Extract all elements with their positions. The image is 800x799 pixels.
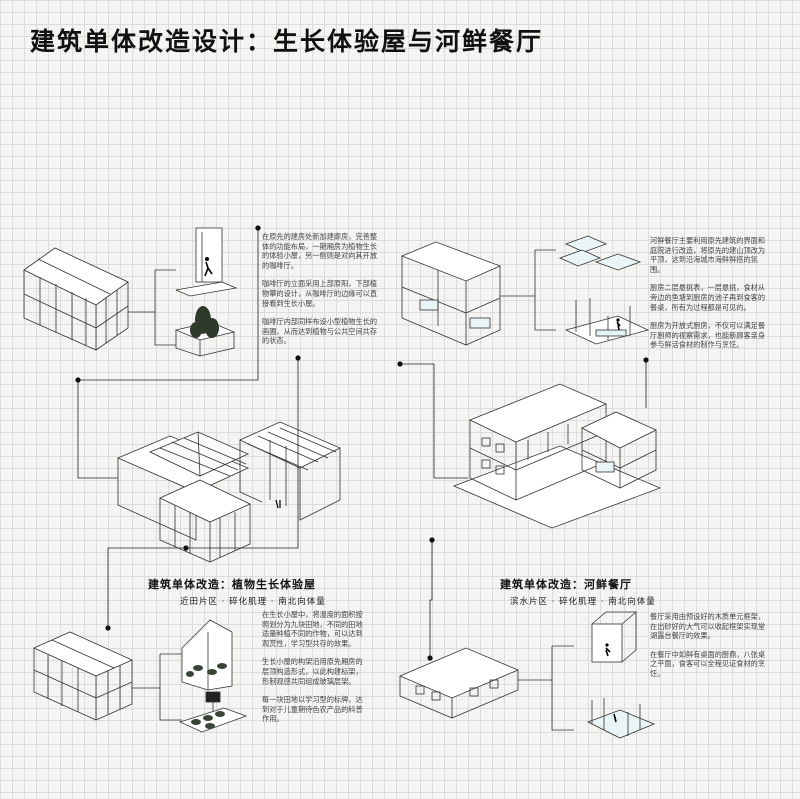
note-upper-right: 河鲜餐厅主要利用原先建筑的界面和庭院进行改造，将原先的建山顶改为平顶，这到沿海城… xyxy=(650,236,772,359)
greenhouse-pavilion-axon xyxy=(23,247,129,351)
leader-lines xyxy=(77,227,647,658)
open-kitchen-module xyxy=(587,698,656,739)
note-paragraph: 在餐厅中如鲜有桌面的厨鼎，八张桌之平面，食客可以全程见证食材的烹饪。 xyxy=(650,649,766,678)
note-paragraph: 河鲜餐厅主要利用原先建筑的界面和庭院进行改造，将原先的建山顶改为平顶，这到沿海城… xyxy=(650,236,766,274)
growing-bed-module xyxy=(181,619,233,691)
note-upper-left: 在原先的建房处新加建廊房，完善整体的功能布局，一期厢房为植物生长的体验小屋，另一… xyxy=(262,232,382,355)
note-paragraph: 在生长小屋中，将温度的面积按照划分为九块田地，不同的田地适量种植不同的作物，可以… xyxy=(262,610,363,648)
note-paragraph: 厨房为开放式厨房，不仅可以满足餐厅厨师的视察需求，也能新顾客亲身参与鲜活食材的制… xyxy=(650,321,766,350)
glass-frame-axon xyxy=(33,631,133,721)
restaurant-section-title: 建筑单体改造：河鲜餐厅 xyxy=(500,578,632,591)
plot-sign-module xyxy=(178,691,248,733)
leader-dots xyxy=(75,225,649,661)
note-paragraph: 每一块田地以学习型的标牌，达到对于儿童期待色农产品的科普作用。 xyxy=(262,695,363,724)
restaurant-block-axon xyxy=(400,241,502,346)
note-lower-left: 在生长小屋中，将温度的面积按照划分为九块田地，不同的田地适量种植不同的作物，可以… xyxy=(262,610,368,733)
restaurant-main-axon xyxy=(452,383,662,529)
greenhouse-section-title: 建筑单体改造：植物生长体验屋 xyxy=(148,578,316,591)
page-title: 建筑单体改造设计：生长体验屋与河鲜餐厅 xyxy=(30,27,544,56)
plant-box-module xyxy=(174,306,236,357)
restaurant-section-subtitle: 滨水片区 · 碎化肌理 · 南北向体量 xyxy=(510,597,656,607)
greenhouse-section-subtitle: 近田片区 · 碎化肌理 · 南北向体量 xyxy=(180,597,326,607)
note-lower-right: 餐厅采用由预设好的木质单元框架，在出砂好的大气可以收起框架实现堂湖露台餐厅的效果… xyxy=(650,612,770,688)
note-paragraph: 咖啡厅内部同样布设小型植物生长的画圃，从而达到植物与公共空间共存的状态。 xyxy=(262,317,378,346)
roof-pools-module xyxy=(558,235,642,271)
kitchen-frame-module xyxy=(564,298,650,345)
note-paragraph: 餐厅采用由预设好的木质单元框架，在出砂好的大气可以收起框架实现堂湖露台餐厅的效果… xyxy=(650,612,766,641)
note-paragraph: 在原先的建房处新加建廊房，完善整体的功能布局，一期厢房为植物生长的体验小屋，另一… xyxy=(262,232,378,270)
frame-unit-module xyxy=(591,611,638,663)
note-paragraph: 咖啡厅的立面采用上部原阳，下部植物攀的设计，从咖啡厅的边缘可以直接看到生长小屋。 xyxy=(262,279,378,308)
reading-nook-module xyxy=(175,227,238,297)
dining-pavilion-axon xyxy=(398,647,520,719)
note-paragraph: 生长小屋的构架沿用原先厢房的层顶构造形式，以此构建标架，形制观感共同组成玻璃层架… xyxy=(262,657,363,686)
greenhouse-cluster-axon xyxy=(116,421,341,563)
note-paragraph: 厨房二层悬挑表，一层悬挑，食材从旁边的鱼塘到厨房的池子再到食客的餐桌，所有为过程… xyxy=(650,283,766,312)
